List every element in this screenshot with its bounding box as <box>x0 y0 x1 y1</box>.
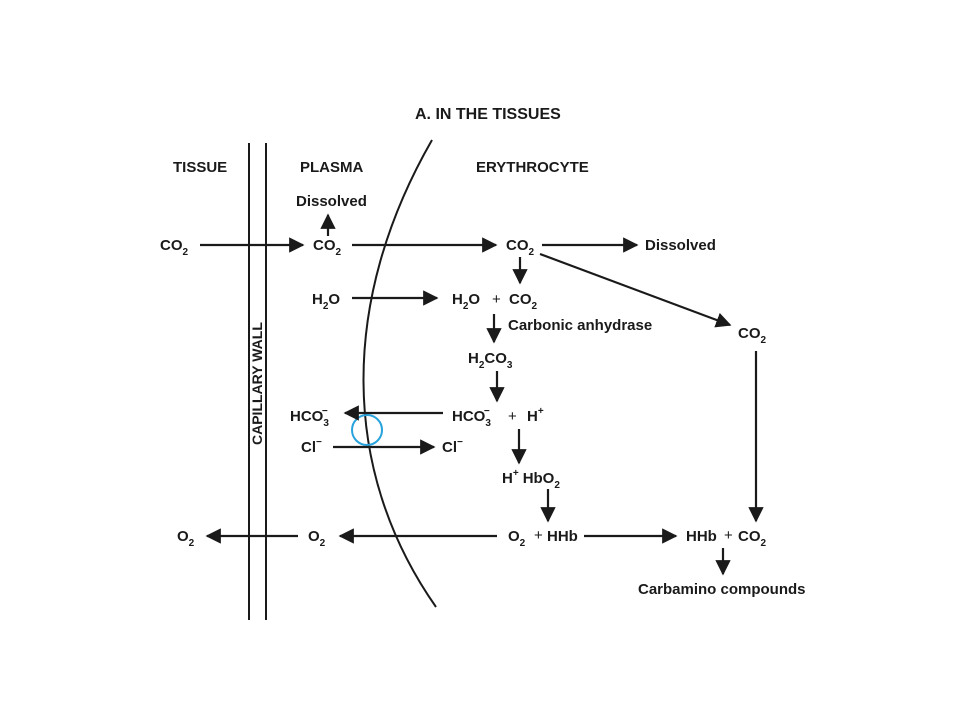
species-text: O2 <box>508 528 526 549</box>
species-text: CO2 <box>738 528 767 549</box>
species-co2-final: CO2 <box>738 528 767 549</box>
species-hhb: HHb <box>547 528 578 545</box>
species-text: CO2 <box>313 237 342 258</box>
species-cl-rbc: Cl− <box>442 437 463 456</box>
species-text: Cl− <box>442 437 463 456</box>
species-co2-rbc2: CO2 <box>509 291 538 312</box>
arrow-co2-rbc-to-right <box>539 252 732 328</box>
species-text: O2 <box>177 528 195 549</box>
species-text: H+HbO2 <box>502 468 560 491</box>
species-text: HCO3− <box>290 406 329 429</box>
header-plasma: PLASMA <box>300 159 364 176</box>
species-co2-tissue: CO2 <box>160 237 189 258</box>
plus-h2o-co2: + <box>492 291 501 308</box>
species-text: Cl− <box>301 437 322 456</box>
species-h2o-rbc: H2O <box>452 291 480 312</box>
label-carbamino-compounds: Carbamino compounds <box>638 581 806 598</box>
species-hco3-rbc: HCO3− <box>452 406 491 429</box>
species-o2-plasma: O2 <box>308 528 326 549</box>
species-h-hbo2: H+HbO2 <box>502 468 560 491</box>
species-text: O2 <box>308 528 326 549</box>
species-hhb2: HHb <box>686 528 717 545</box>
species-o2-rbc: O2 <box>508 528 526 549</box>
species-hco3-plasma: HCO3− <box>290 406 329 429</box>
species-text: HCO3− <box>452 406 491 429</box>
species-text: H2O <box>312 291 340 312</box>
species-text: H2CO3 <box>468 350 513 371</box>
species-text: CO2 <box>506 237 535 258</box>
label-dissolved-rbc: Dissolved <box>645 237 716 254</box>
species-h2o-plasma: H2O <box>312 291 340 312</box>
erythrocyte-membrane <box>362 139 437 608</box>
species-text: H2O <box>452 291 480 312</box>
species-co2-rbc: CO2 <box>506 237 535 258</box>
species-co2-plasma: CO2 <box>313 237 342 258</box>
species-text: H+ <box>527 406 544 425</box>
species-h-plus: H+ <box>527 406 544 425</box>
header-erythrocyte: ERYTHROCYTE <box>476 159 589 176</box>
species-text: CO2 <box>160 237 189 258</box>
chloride-exchanger-circle <box>351 414 383 446</box>
label-carbonic-anhydrase: Carbonic anhydrase <box>508 317 652 334</box>
species-text: CO2 <box>738 325 767 346</box>
capillary-wall-label: CAPILLARY WALL <box>249 322 265 445</box>
species-co2-right: CO2 <box>738 325 767 346</box>
plus-hhb-co2: + <box>724 527 733 544</box>
species-o2-tissue: O2 <box>177 528 195 549</box>
header-tissue: TISSUE <box>173 159 227 176</box>
plus-o2-hhb: + <box>534 527 543 544</box>
species-cl-plasma: Cl− <box>301 437 322 456</box>
plus-hco3-h: + <box>508 408 517 425</box>
species-h2co3: H2CO3 <box>468 350 513 371</box>
species-text: CO2 <box>509 291 538 312</box>
label-dissolved-plasma: Dissolved <box>296 193 367 210</box>
diagram-title: A. IN THE TISSUES <box>415 106 561 123</box>
